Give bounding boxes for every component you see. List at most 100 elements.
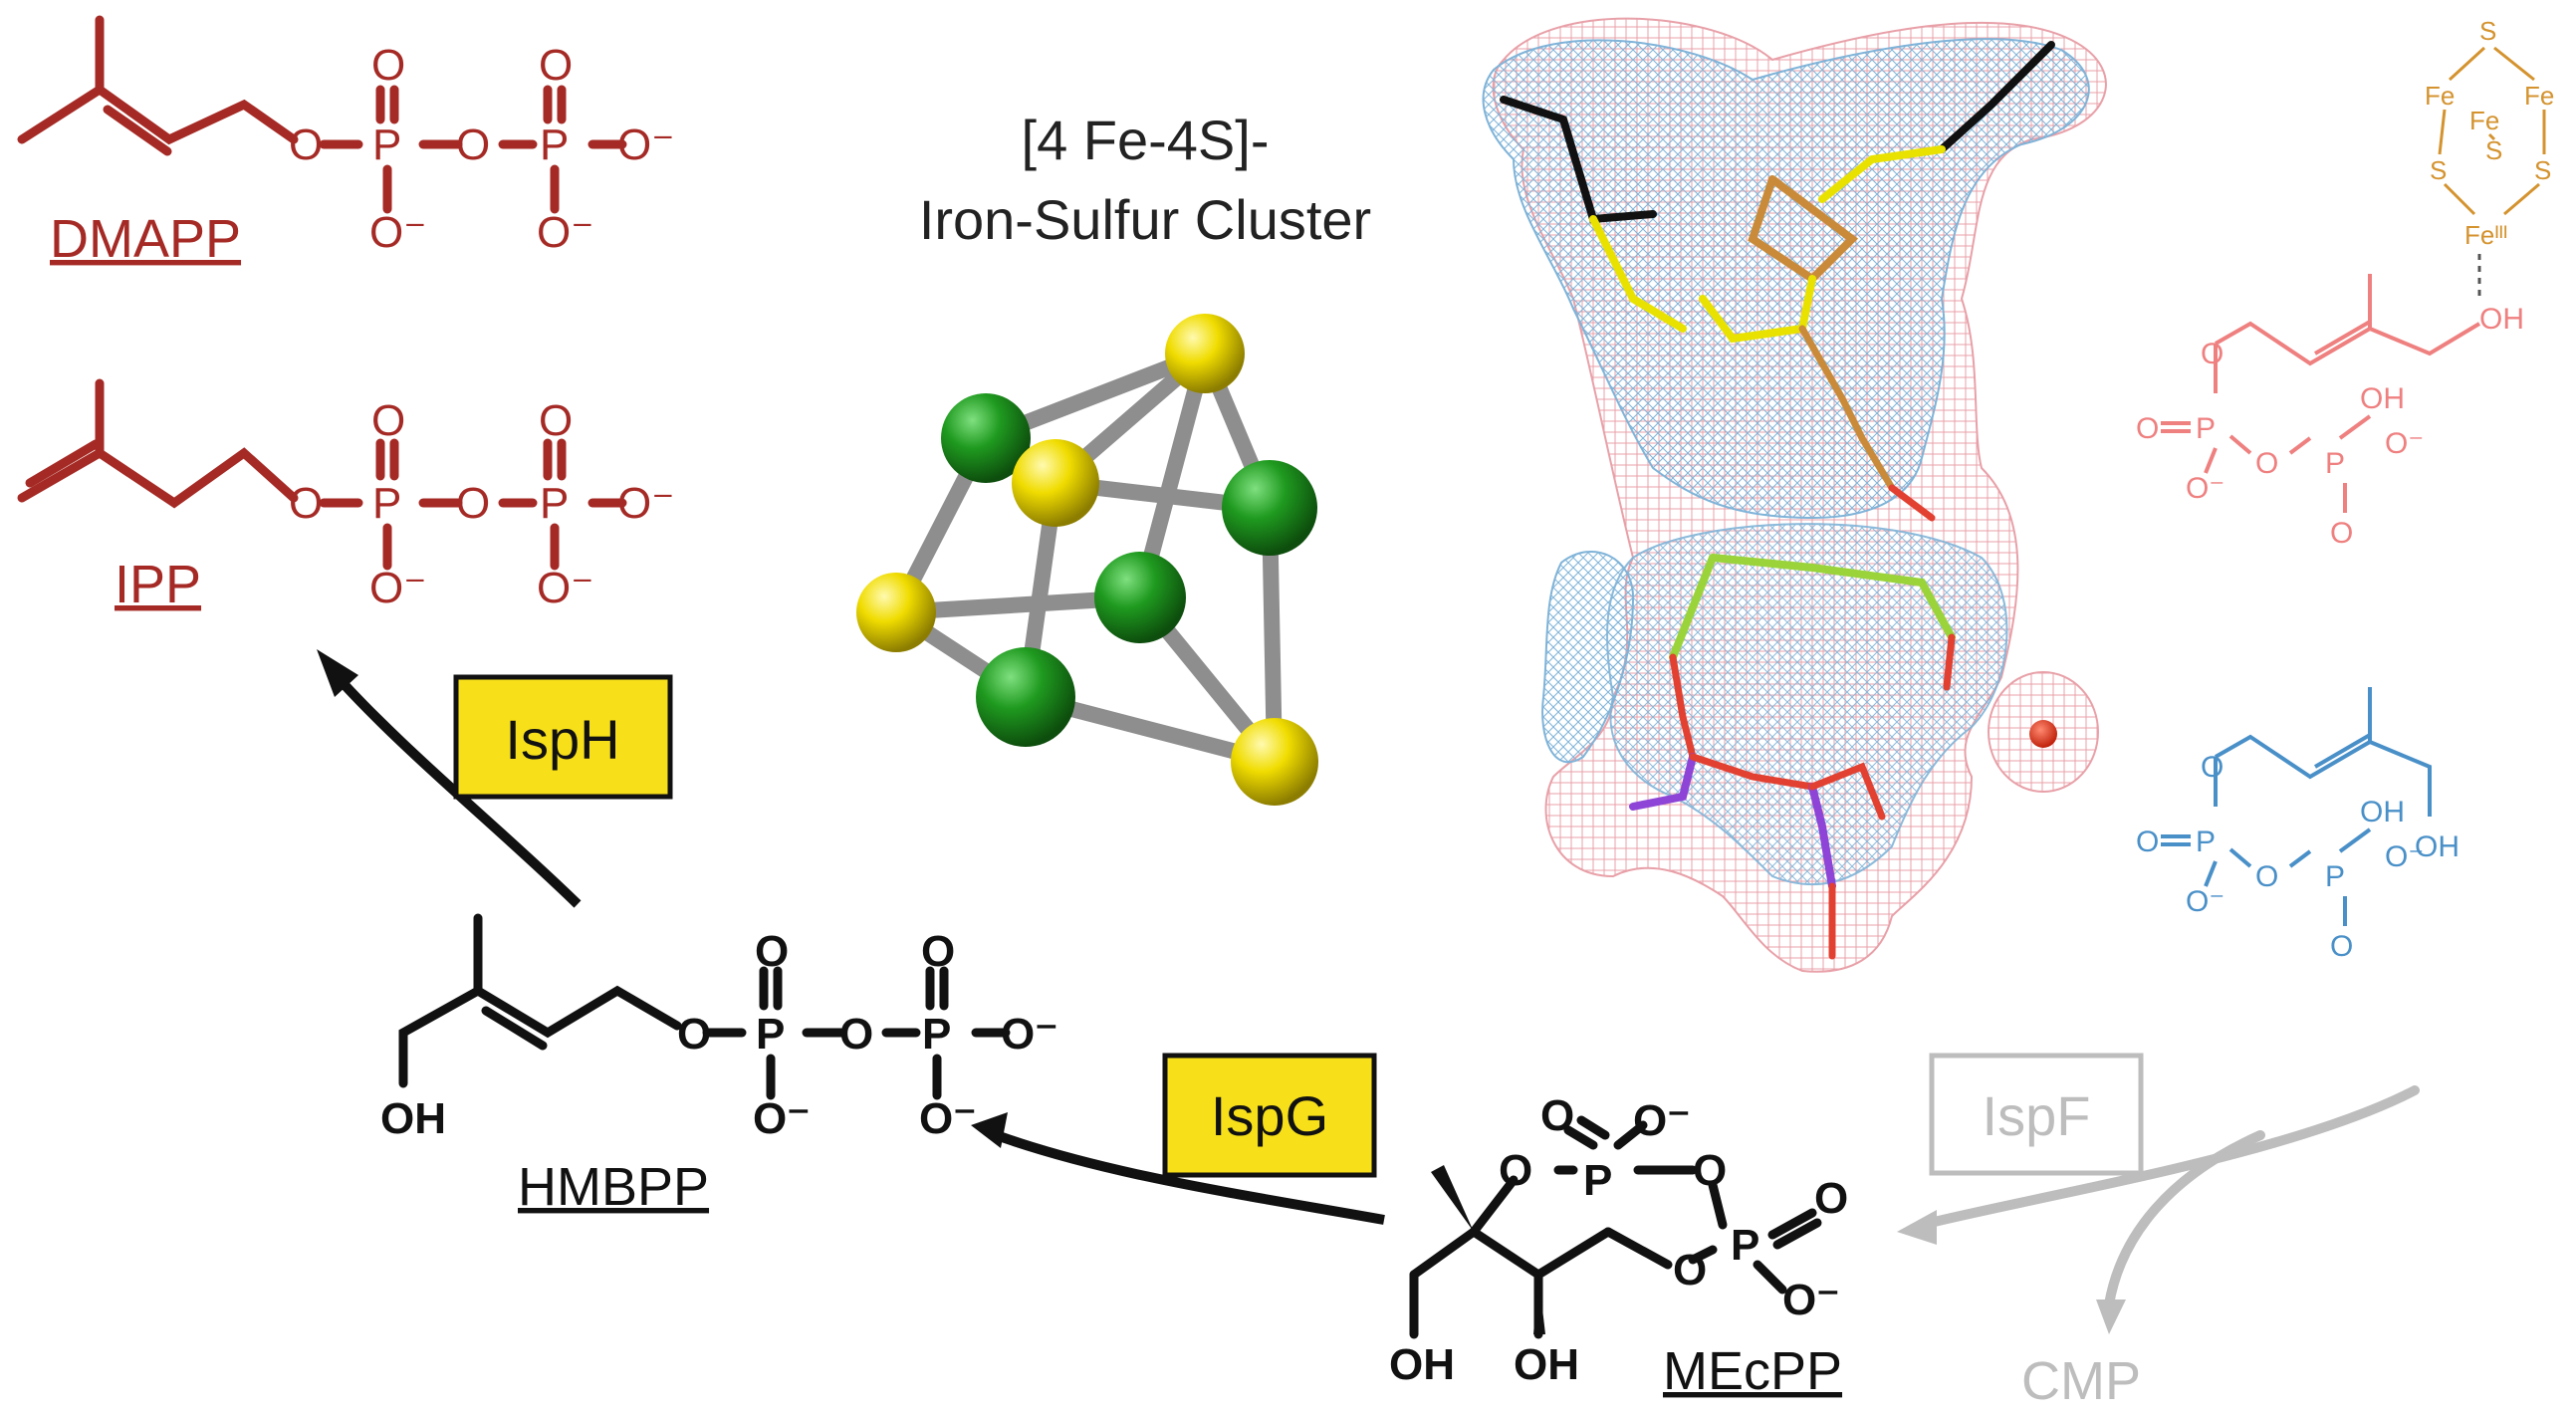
atom-fe: Fe — [2425, 81, 2455, 111]
atom-o: O — [2201, 751, 2224, 784]
atom-o: O — [2255, 860, 2278, 893]
ipp-label: IPP — [115, 555, 201, 614]
atom-o: O — [2330, 517, 2353, 550]
atom-o-minus: O⁻ — [2186, 472, 2225, 505]
atom-p: P — [372, 120, 401, 169]
atom-o-minus: O⁻ — [369, 208, 426, 257]
atom-o-minus: O⁻ — [537, 208, 593, 257]
s-atom — [1231, 718, 1318, 806]
fe-atom — [941, 393, 1031, 483]
atom-p: P — [922, 1010, 951, 1059]
atom-o: O — [839, 1010, 873, 1059]
atom-p: P — [540, 479, 569, 528]
atom-o-minus: O⁻ — [537, 564, 593, 612]
atom-o: O — [456, 120, 490, 169]
atom-p: P — [540, 120, 569, 169]
blue-hmbpp-atoms: O OH O P O P OH O⁻ O⁻ O — [2136, 751, 2459, 963]
atom-o-minus: O⁻ — [2385, 840, 2424, 873]
s-atom — [1165, 314, 1245, 393]
atom-o: O — [2201, 338, 2224, 370]
atom-p: P — [2196, 826, 2216, 858]
atom-o-minus: O⁻ — [2186, 885, 2225, 918]
ipp-structure — [17, 378, 627, 571]
atom-p: P — [2325, 447, 2345, 480]
atom-fe-iii: Feᴵᴵᴵ — [2464, 220, 2507, 250]
atom-o: O — [371, 41, 405, 90]
isph-arrow — [325, 663, 582, 908]
atom-o: O — [1814, 1174, 1848, 1223]
atom-o: O — [2136, 412, 2159, 445]
electron-density-map — [1482, 17, 2107, 973]
mecpp-label: MEcPP — [1663, 1341, 1842, 1401]
isph-enzyme-box: IspH — [453, 674, 673, 800]
fe4s4-schematic: S Fe Fe Fe S S S Feᴵᴵᴵ — [2425, 16, 2554, 250]
atom-s: S — [2430, 155, 2447, 185]
ispg-arrow — [989, 1128, 1385, 1225]
dmapp-atoms: O P O O⁻ O P O O⁻ O⁻ — [289, 41, 674, 257]
isph-arrowhead — [317, 649, 358, 697]
mecpp-atoms: O P O O⁻ O P O O O⁻ OH OH — [1389, 1091, 1848, 1389]
atom-oh: OH — [1389, 1340, 1455, 1389]
fe4s4-schematic-bonds — [2438, 46, 2546, 216]
dmapp-label: DMAPP — [50, 209, 241, 269]
atom-o-minus: O⁻ — [617, 479, 674, 528]
atom-o: O — [371, 396, 405, 445]
s-atom — [856, 573, 936, 652]
atom-o: O — [1499, 1146, 1532, 1195]
fe-atom — [1222, 460, 1317, 556]
cluster-title-line1: [4 Fe-4S]- — [1022, 109, 1270, 171]
ispf-enzyme-box: IspF — [1929, 1053, 2144, 1176]
water-atom — [2029, 720, 2057, 748]
atom-o-minus: O⁻ — [753, 1094, 810, 1143]
atom-oh: OH — [2479, 303, 2524, 336]
wedge-bond — [1431, 1165, 1474, 1232]
fe-atom — [976, 647, 1075, 747]
atom-s: S — [2534, 155, 2551, 185]
atom-o: O — [289, 479, 323, 528]
ispf-arrows — [1917, 1085, 2420, 1309]
atom-p: P — [1583, 1156, 1612, 1205]
pink-hmbpp-bonds — [2161, 274, 2481, 513]
atom-fe: Fe — [2524, 81, 2554, 111]
ispg-enzyme-box: IspG — [1162, 1053, 1377, 1178]
atom-o: O — [289, 120, 323, 169]
atom-o: O — [2330, 930, 2353, 963]
atom-o: O — [539, 41, 573, 90]
atom-oh: OH — [2415, 830, 2459, 863]
s-atom — [1012, 439, 1099, 527]
atom-p: P — [2325, 860, 2345, 893]
ispg-arrowhead — [971, 1112, 1008, 1148]
hmbpp-atoms: O P O O⁻ O P O O⁻ O⁻ OH — [380, 927, 1057, 1143]
atom-o: O — [1540, 1091, 1574, 1140]
atom-oh: OH — [2360, 382, 2405, 415]
dmapp-structure — [17, 15, 627, 214]
atom-s: S — [2479, 16, 2496, 46]
blue-hmbpp-bonds — [2161, 687, 2432, 926]
hmbpp-structure — [398, 913, 1011, 1100]
atom-o-minus: O⁻ — [369, 564, 426, 612]
atom-o: O — [2255, 447, 2278, 480]
atom-p: P — [1731, 1221, 1759, 1270]
atom-oh: OH — [380, 1094, 446, 1143]
fe4s4-cluster-model — [856, 314, 1318, 806]
hmbpp-label: HMBPP — [518, 1157, 709, 1217]
atom-o: O — [1673, 1246, 1707, 1295]
cluster-title-line2: Iron-Sulfur Cluster — [919, 188, 1371, 251]
atom-p: P — [372, 479, 401, 528]
cmp-label: CMP — [2021, 1351, 2141, 1411]
ispg-label: IspG — [1211, 1084, 1328, 1147]
atom-o: O — [2136, 826, 2159, 858]
isph-label: IspH — [505, 708, 619, 771]
atom-o-minus: O⁻ — [1633, 1096, 1690, 1145]
ispf-arrowhead — [1897, 1210, 1937, 1245]
wedge-bond — [1533, 1275, 1545, 1334]
atom-o: O — [677, 1010, 711, 1059]
atom-o-minus: O⁻ — [1782, 1276, 1839, 1324]
atom-o-minus: O⁻ — [1001, 1010, 1057, 1059]
atom-oh: OH — [1514, 1340, 1579, 1389]
atom-o: O — [921, 927, 955, 976]
atom-o: O — [755, 927, 789, 976]
ispf-label: IspF — [1983, 1084, 2091, 1147]
cmp-arrowhead — [2096, 1299, 2126, 1334]
